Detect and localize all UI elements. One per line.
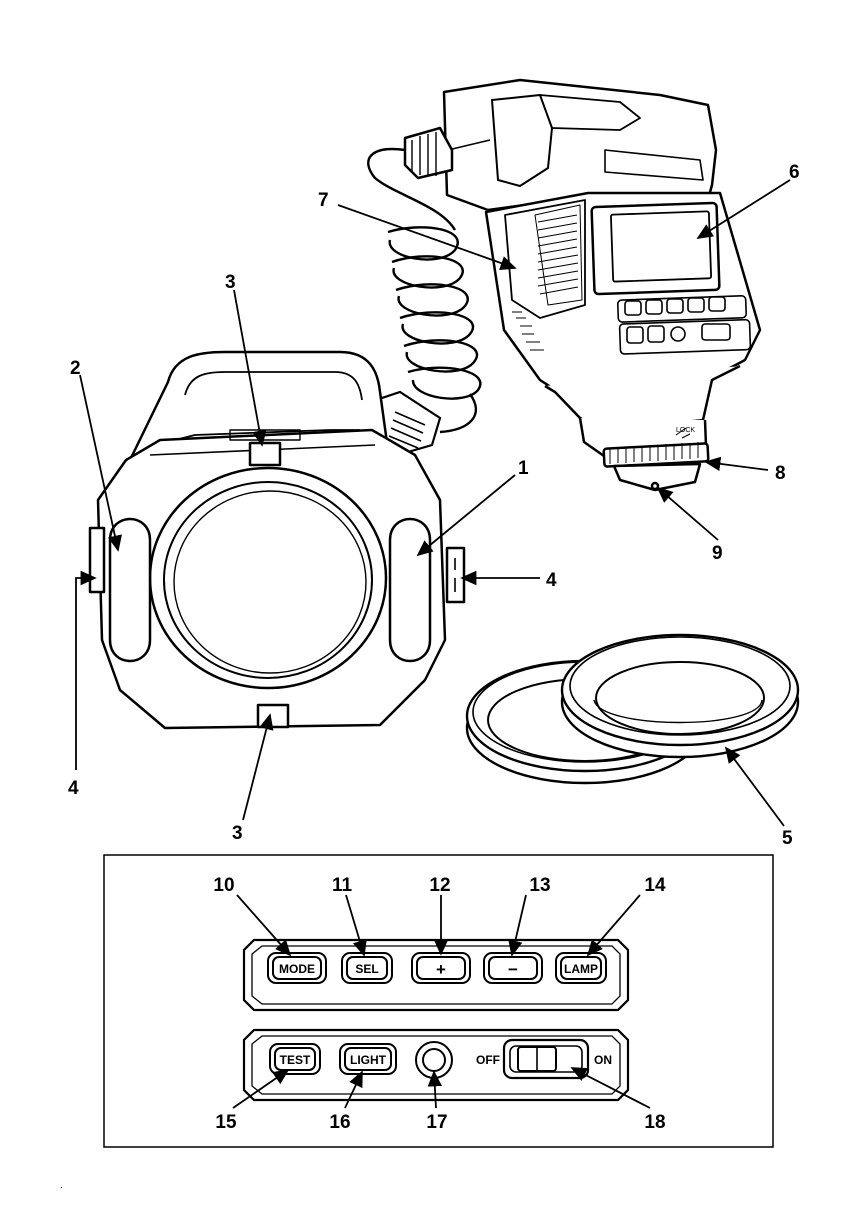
test-button-label: TEST [280,1053,311,1067]
callout-7: 7 [318,190,329,211]
callout-14: 14 [644,875,666,896]
test-button[interactable]: TEST [269,1043,321,1075]
callout-5: 5 [782,828,793,849]
power-switch[interactable] [502,1038,590,1080]
callout-10: 10 [213,875,234,896]
switch-on-label: ON [594,1053,612,1067]
flash-controller [403,78,762,492]
callout-13: 13 [529,875,550,896]
light-button-label: LIGHT [350,1053,387,1067]
callout-8: 8 [775,463,786,484]
lock-label: LOCK [676,427,695,434]
minus-button-label: − [508,960,518,979]
callout-2: 2 [70,358,81,379]
plus-button-label: + [436,960,446,979]
callout-6: 6 [789,162,800,183]
callout-1: 1 [518,458,529,479]
callout-15: 15 [215,1112,237,1133]
callout-11: 11 [332,875,353,896]
sel-button-label: SEL [355,962,378,976]
lamp-button-label: LAMP [564,962,598,976]
switch-off-label: OFF [476,1053,500,1067]
callout-12: 12 [429,875,450,896]
plus-button[interactable]: + [411,952,471,984]
callout-4-left: 4 [68,778,79,799]
sel-button[interactable]: SEL [341,952,393,984]
callout-16: 16 [329,1112,350,1133]
callout-9: 9 [712,543,723,564]
mode-button[interactable]: MODE [267,952,327,984]
adapter-rings [465,633,800,785]
coiled-cord [367,147,482,434]
callout-18: 18 [644,1112,665,1133]
ring-flash [88,350,466,730]
page-mark: . [60,1180,63,1191]
callout-3-top: 3 [225,272,236,293]
minus-button[interactable]: − [483,952,543,984]
panel-callout-leaders [232,894,651,1109]
callout-3-bottom: 3 [232,823,243,844]
lamp-button[interactable]: LAMP [555,952,607,984]
callout-leaders [75,179,791,827]
light-button[interactable]: LIGHT [339,1043,397,1075]
mode-button-label: MODE [279,962,315,976]
callout-4-right: 4 [546,570,557,591]
callout-17: 17 [426,1112,447,1133]
